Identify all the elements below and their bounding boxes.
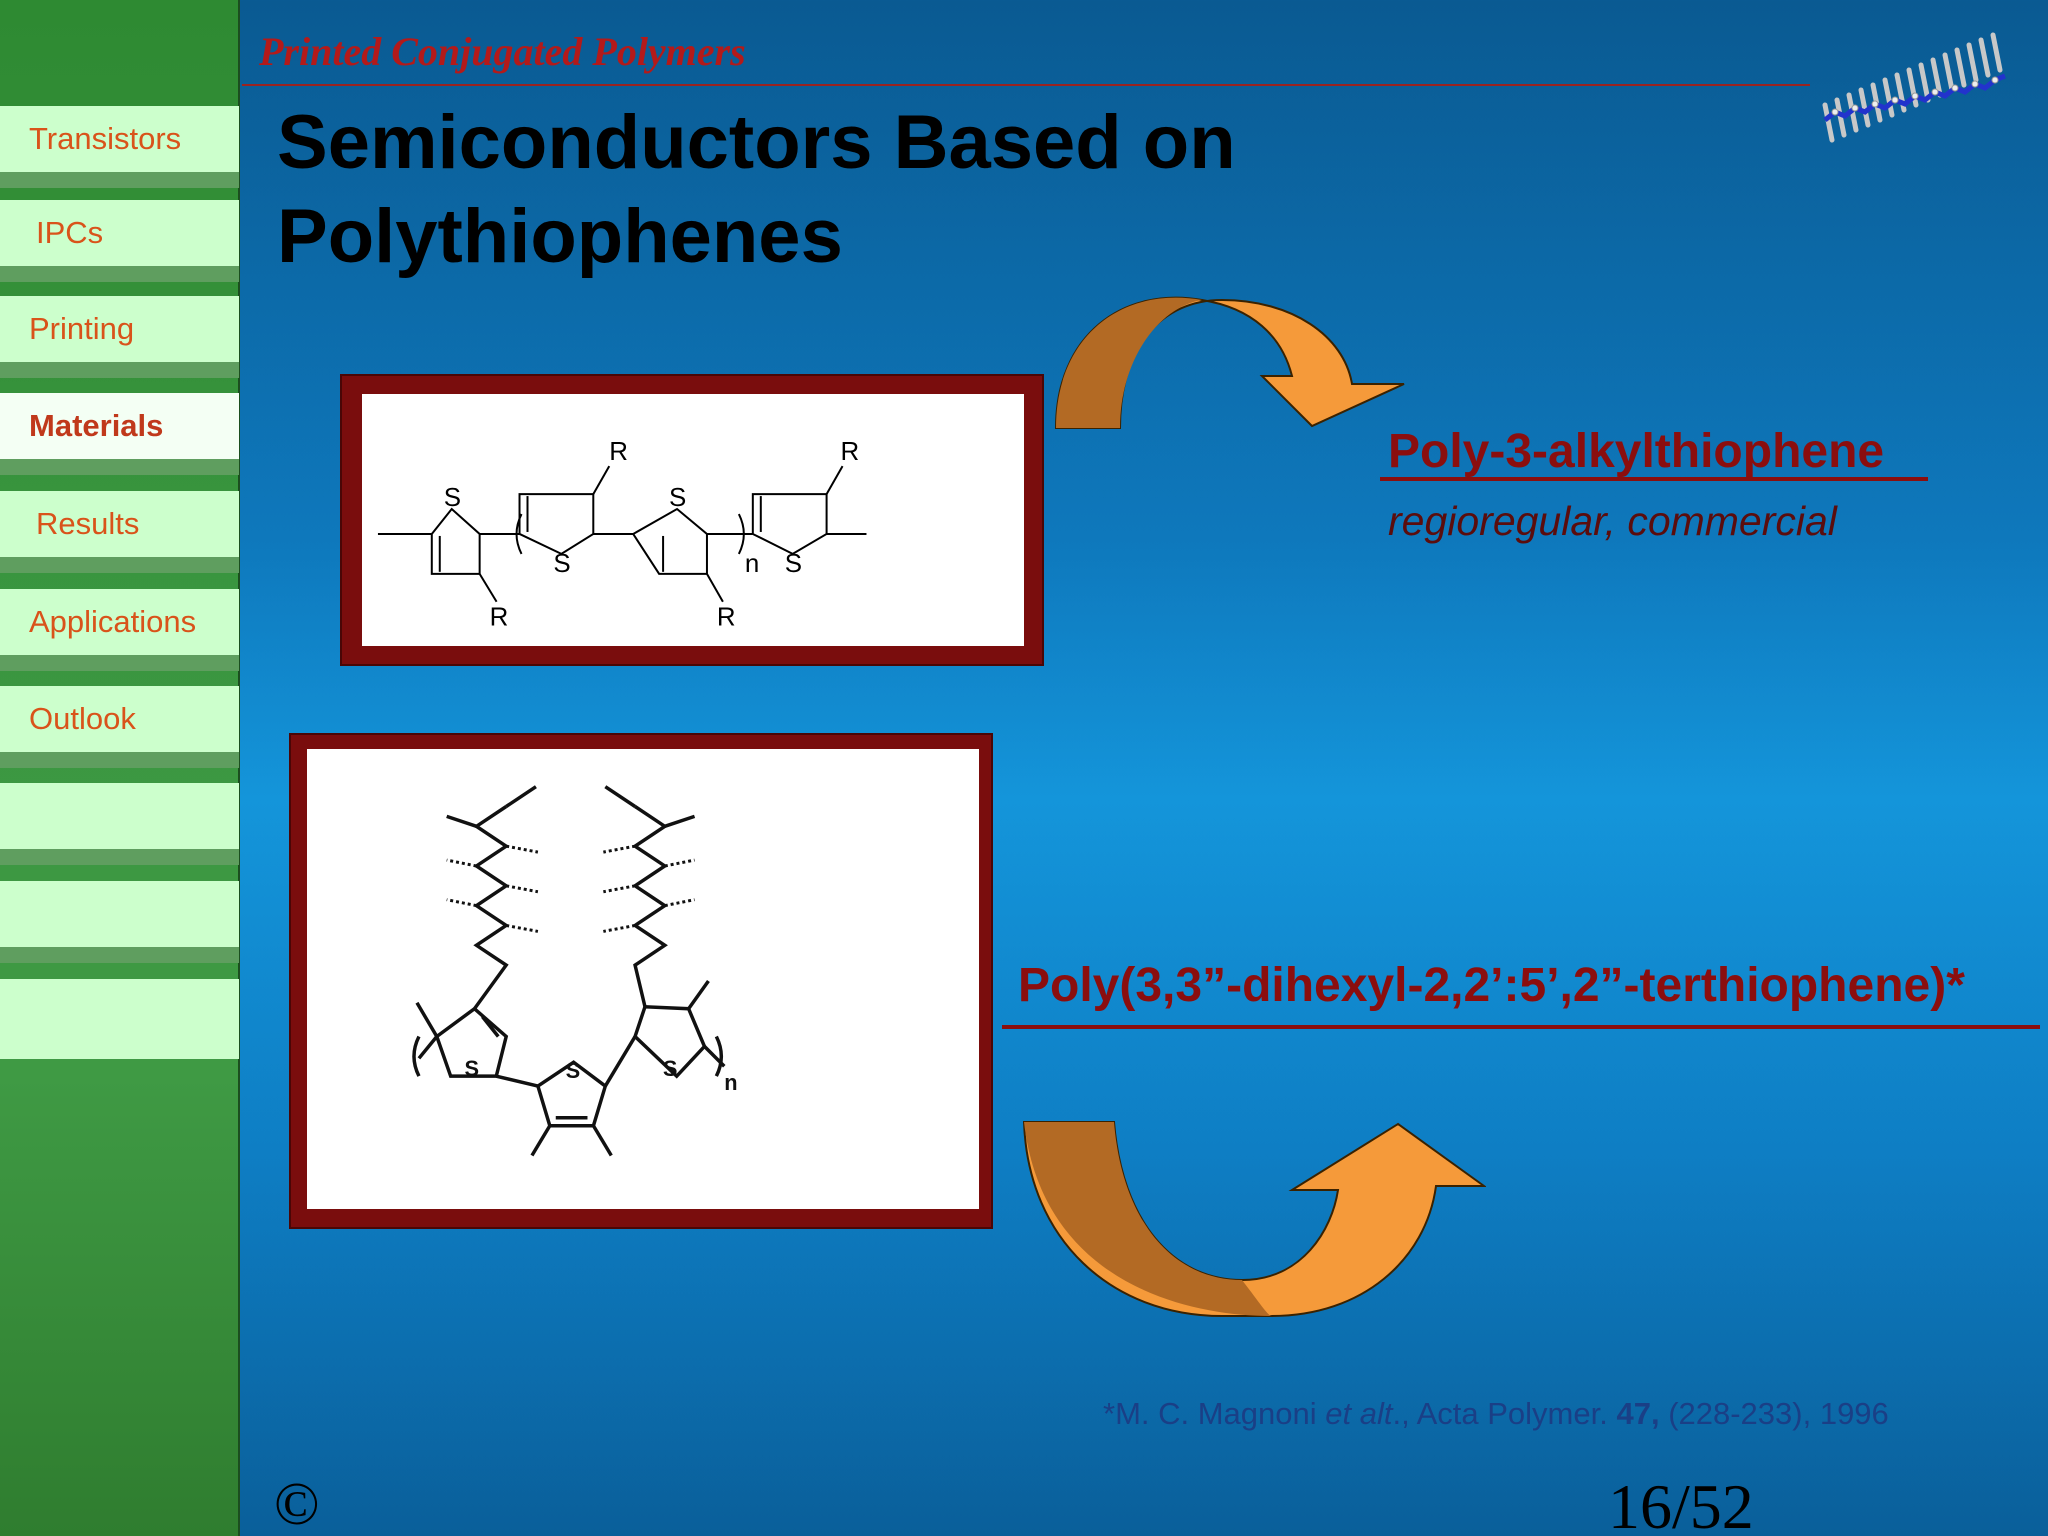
curved-arrow-top <box>1054 296 1405 429</box>
citation-etal: et alt <box>1325 1396 1393 1431</box>
sulfur-atom-label: S <box>444 484 461 512</box>
p3at-name: Poly-3-alkylthiophene <box>1388 425 1885 478</box>
sulfur-atom-label: S <box>663 1056 678 1081</box>
sidebar-item-label: Printing <box>29 311 135 346</box>
brand-title: Printed Conjugated Polymers <box>259 29 746 74</box>
sidebar-item-materials[interactable]: Materials <box>0 393 239 475</box>
sidebar-item-label: IPCs <box>36 215 104 250</box>
citation-volume: 47, <box>1616 1396 1660 1431</box>
sidebar-item-outlook[interactable]: Outlook <box>0 686 239 768</box>
repeat-unit-label: n <box>745 550 759 578</box>
sidebar: Transistors IPCs Printing Materials Resu… <box>0 0 240 1536</box>
polymer-chain-logo <box>1822 32 2006 143</box>
header-divider <box>242 84 1810 86</box>
sulfur-atom-label: S <box>785 550 802 578</box>
sidebar-item-label: Results <box>36 506 140 541</box>
citation: *M. C. Magnoni et alt., Acta Polymer. 47… <box>1103 1396 1889 1432</box>
sidebar-item-empty <box>0 783 239 865</box>
sidebar-item-printing[interactable]: Printing <box>0 296 239 378</box>
copyright-symbol: © <box>274 1471 320 1536</box>
terthiophene-underline <box>1002 1025 2040 1029</box>
sidebar-item-applications[interactable]: Applications <box>0 589 239 671</box>
sidebar-item-transistors[interactable]: Transistors <box>0 106 239 188</box>
sidebar-item-results[interactable]: Results <box>0 491 239 573</box>
sidebar-item-empty <box>0 979 239 1059</box>
repeat-unit-label: n <box>724 1070 737 1095</box>
sidebar-item-label: Applications <box>29 604 197 639</box>
terthiophene-name: Poly(3,3”-dihexyl-2,2’:5’,2”-terthiophen… <box>1018 959 1965 1012</box>
citation-authors: *M. C. Magnoni <box>1103 1396 1326 1431</box>
page-number: 16/52 <box>1608 1471 1754 1536</box>
sulfur-atom-label: S <box>553 550 570 578</box>
curved-arrow-bottom <box>1022 1121 1486 1317</box>
substituent-label: R <box>717 604 736 632</box>
p3at-underline <box>1380 477 1928 481</box>
sidebar-item-label: Outlook <box>29 701 136 736</box>
sidebar-item-ipcs[interactable]: IPCs <box>0 200 239 282</box>
substituent-label: R <box>490 604 509 632</box>
citation-journal: ., Acta Polymer. <box>1392 1396 1617 1431</box>
substituent-label: R <box>841 438 860 466</box>
substituent-label: R <box>609 438 628 466</box>
p3at-description: regioregular, commercial <box>1388 498 1837 544</box>
p3at-structure: S R S S n S R R R <box>377 438 867 632</box>
sulfur-atom-label: S <box>566 1058 581 1083</box>
structure-frame-terthiophene: S S S n <box>289 733 993 1229</box>
sulfur-atom-label: S <box>669 484 686 512</box>
page-title: Semiconductors Based on Polythiophenes <box>277 100 1236 279</box>
citation-pages: (228-233), 1996 <box>1659 1396 1889 1431</box>
sulfur-atom-label: S <box>465 1056 480 1081</box>
structure-frame-p3at: S R S S n S R R R <box>340 374 1044 666</box>
terthiophene-structure: S S S n <box>412 785 738 1157</box>
sidebar-item-label: Materials <box>29 408 164 443</box>
sidebar-item-empty <box>0 881 239 963</box>
sidebar-item-label: Transistors <box>29 121 182 156</box>
